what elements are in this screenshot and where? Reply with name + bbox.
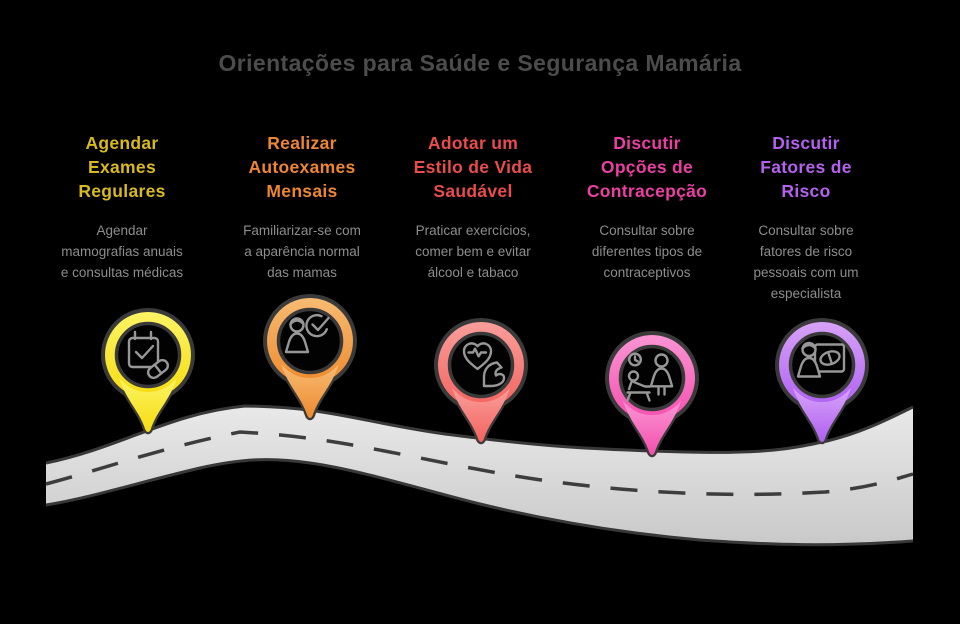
self-exam-woman-check-icon <box>284 313 330 354</box>
step-heading: Realizar Autoexames Mensais <box>248 133 356 201</box>
road-surface <box>46 406 913 545</box>
milestone-pin-2 <box>263 294 357 421</box>
milestone-pin-4 <box>605 331 699 458</box>
consultation-desk-icon <box>626 352 674 402</box>
road-bottom-edge <box>45 458 914 547</box>
step-heading: Adotar um Estilo de Vida Saudável <box>413 133 533 201</box>
step-heading: Discutir Opções de Contracepção <box>586 133 708 201</box>
milestone-pin-1 <box>101 308 195 435</box>
step-description: Agendar mamografias anuais e consultas m… <box>60 223 184 280</box>
road-center-dashes <box>45 430 914 497</box>
specialist-board-pill-icon <box>796 341 846 378</box>
step-description: Consultar sobre diferentes tipos de cont… <box>591 223 703 280</box>
heart-pulse-arm-icon <box>462 342 506 388</box>
step-heading: Agendar Exames Regulares <box>78 133 166 201</box>
step-column-2: Realizar Autoexames Mensais Familiarizar… <box>212 131 392 283</box>
infographic-title: Orientações para Saúde e Segurança Mamár… <box>218 50 742 76</box>
step-description: Familiarizar-se com a aparência normal d… <box>243 223 361 280</box>
step-column-5: Discutir Fatores de Risco Consultar sobr… <box>716 131 896 304</box>
calendar-check-pill-icon <box>127 330 170 380</box>
step-heading: Discutir Fatores de Risco <box>760 133 852 201</box>
milestone-pin-5 <box>775 318 869 445</box>
road-top-edge <box>45 404 914 465</box>
step-column-1: Agendar Exames Regulares Agendar mamogra… <box>32 131 212 283</box>
milestone-pin-3 <box>434 318 528 445</box>
step-column-3: Adotar um Estilo de Vida Saudável Pratic… <box>383 131 563 283</box>
step-column-4: Discutir Opções de Contracepção Consulta… <box>557 131 737 283</box>
step-description: Praticar exercícios, comer bem e evitar … <box>415 223 531 280</box>
step-description: Consultar sobre fatores de risco pessoai… <box>753 223 859 301</box>
